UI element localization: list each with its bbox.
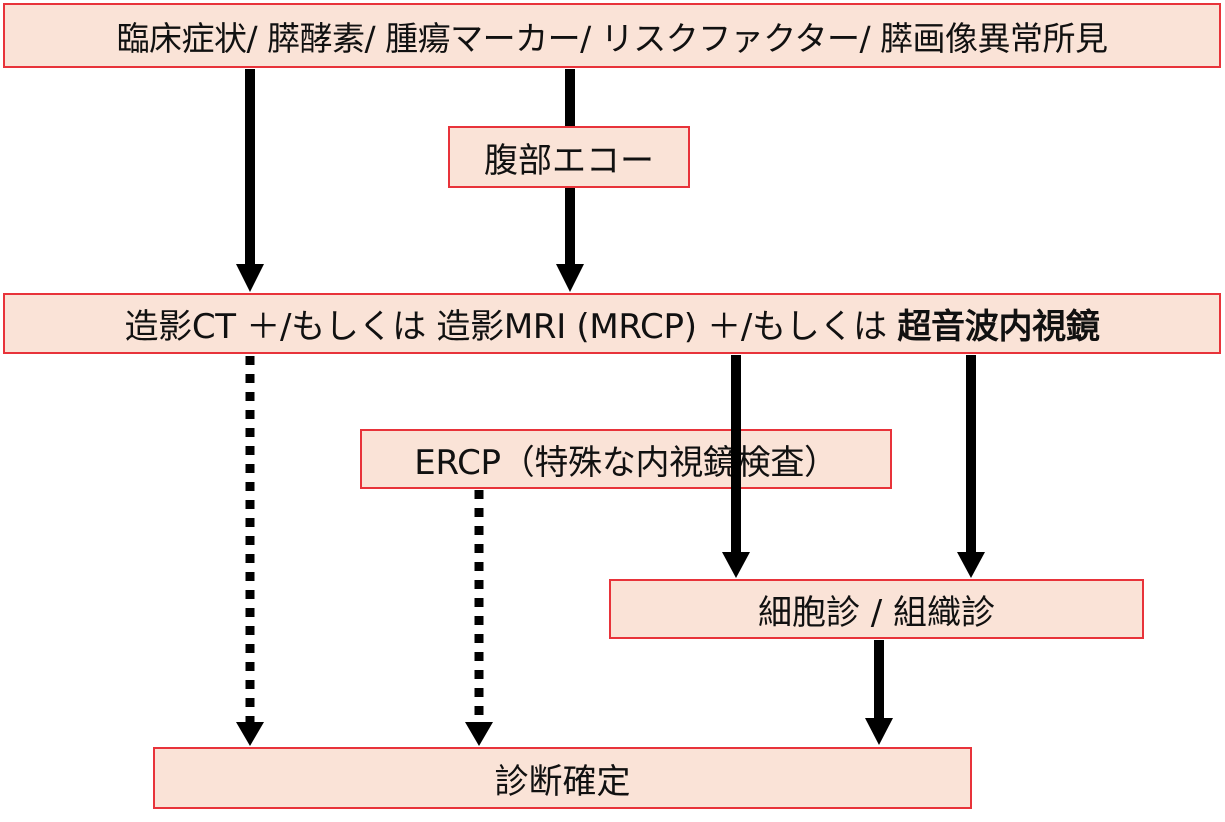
arrowhead-eus-to-cytology [957,552,985,578]
diagnosis-label: 診断確定 [494,761,631,802]
arrowhead-imaging-to-cytology-1 [722,552,750,578]
ercp-box: ERCP（特殊な内視鏡検査） [360,429,892,489]
arrowhead-imaging-to-diagnosis [236,722,264,746]
cytology-label: 細胞診 / 組織診 [757,592,996,633]
imaging-box: 造影CT ＋/もしくは 造影MRI (MRCP) ＋/もしくは 超音波内視鏡 [3,293,1221,354]
ercp-label: ERCP（特殊な内視鏡検査） [414,442,838,483]
abdominal-echo-label: 腹部エコー [484,140,654,181]
imaging-label-eus: 超音波内視鏡 [897,307,1100,347]
imaging-label-main: 造影CT ＋/もしくは 造影MRI (MRCP) ＋/もしくは [124,307,898,347]
imaging-label: 造影CT ＋/もしくは 造影MRI (MRCP) ＋/もしくは 超音波内視鏡 [124,299,1099,348]
arrowhead-ercp-to-diagnosis [465,722,493,746]
arrowhead-cytology-to-diagnosis [865,718,893,745]
diagnosis-box: 診断確定 [153,747,972,809]
clinical-findings-label: 臨床症状/ 膵酵素/ 腫瘍マーカー/ リスクファクター/ 膵画像異常所見 [116,18,1108,58]
arrowhead-echo-to-imaging [556,264,584,292]
arrowhead-top-to-imaging [236,264,264,292]
clinical-findings-box: 臨床症状/ 膵酵素/ 腫瘍マーカー/ リスクファクター/ 膵画像異常所見 [3,3,1221,68]
abdominal-echo-box: 腹部エコー [448,126,690,188]
cytology-box: 細胞診 / 組織診 [609,579,1144,639]
